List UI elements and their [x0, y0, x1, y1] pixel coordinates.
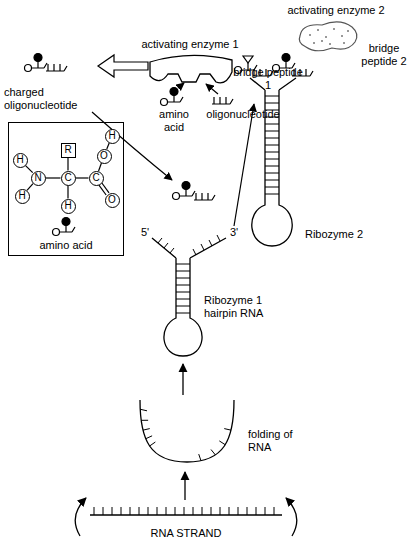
oligo-icon — [212, 97, 233, 104]
enzyme-2 — [299, 22, 357, 51]
inset-caption: amino acid — [9, 239, 123, 252]
bond-line — [99, 163, 102, 171]
rna-strand — [90, 514, 282, 515]
atom-symbol: C — [64, 173, 71, 183]
atom-symbol: O — [108, 195, 116, 205]
inset-box: HHNRCHCOHOamino acid — [8, 122, 124, 256]
atom-circle: H — [13, 153, 28, 168]
atom-circle: C — [89, 171, 104, 186]
atom-circle: H — [61, 199, 76, 214]
label: amino acid — [154, 108, 194, 133]
ribozyme-2 — [250, 78, 296, 246]
atom-symbol: O — [100, 151, 108, 161]
atom-circle: O — [97, 149, 112, 164]
label: RNA STRAND — [126, 527, 246, 540]
bond-line — [107, 143, 109, 149]
atom-circle: H — [15, 189, 30, 204]
arrow — [182, 364, 183, 395]
folding-rna — [140, 400, 234, 462]
atom-circle: H — [105, 129, 120, 144]
atom-symbol: H — [64, 201, 71, 211]
curved-arrow — [75, 498, 86, 536]
group-square: R — [61, 143, 76, 158]
atom-symbol: H — [16, 155, 23, 165]
bases — [94, 507, 274, 515]
bases — [140, 409, 231, 460]
label: folding of RNA — [248, 428, 308, 453]
enzyme-1 — [150, 55, 232, 82]
label: Ribozyme 1 hairpin RNA — [204, 294, 274, 319]
arrow — [234, 104, 254, 226]
arrow — [184, 472, 185, 500]
label: Ribozyme 2 — [298, 228, 370, 241]
bond-line — [25, 165, 32, 172]
label: 5' — [137, 226, 153, 239]
charged-oligo — [194, 193, 215, 200]
bond-line — [67, 186, 68, 199]
base-pairs — [176, 264, 190, 313]
double-bond — [99, 185, 106, 195]
bond-line — [27, 184, 33, 191]
atom-circle: O — [105, 193, 120, 208]
bond-line — [67, 158, 68, 171]
label: charged oligonucleotide — [4, 86, 88, 111]
amino-acid-icon — [161, 88, 184, 106]
atom-symbol: H — [18, 191, 25, 201]
atom-symbol: N — [34, 173, 41, 183]
charged-amino-acid — [25, 54, 48, 72]
curved-arrow — [286, 498, 297, 536]
label: 3' — [226, 226, 242, 239]
enzyme-dots — [309, 28, 349, 45]
amino-acid-icon — [53, 218, 76, 236]
atom-symbol: R — [64, 145, 71, 155]
bond-line — [46, 177, 61, 178]
hollow-arrow — [98, 55, 148, 77]
label: activating enzyme 2 — [276, 4, 396, 17]
arrow — [178, 83, 184, 88]
atom-circle: C — [61, 171, 76, 186]
bond-line — [76, 177, 89, 178]
label: oligonucleotide — [203, 108, 283, 121]
charged-amino-acid — [173, 182, 196, 200]
label: bridge peptide 1 — [233, 66, 303, 91]
arrow — [206, 84, 218, 94]
label: bridge peptide 2 — [357, 42, 411, 67]
atom-symbol: H — [108, 131, 115, 141]
arm-bases — [158, 235, 220, 255]
label: activating enzyme 1 — [130, 38, 250, 51]
charged-oligo — [46, 64, 67, 71]
atom-symbol: C — [92, 173, 99, 183]
atom-circle: N — [31, 171, 46, 186]
